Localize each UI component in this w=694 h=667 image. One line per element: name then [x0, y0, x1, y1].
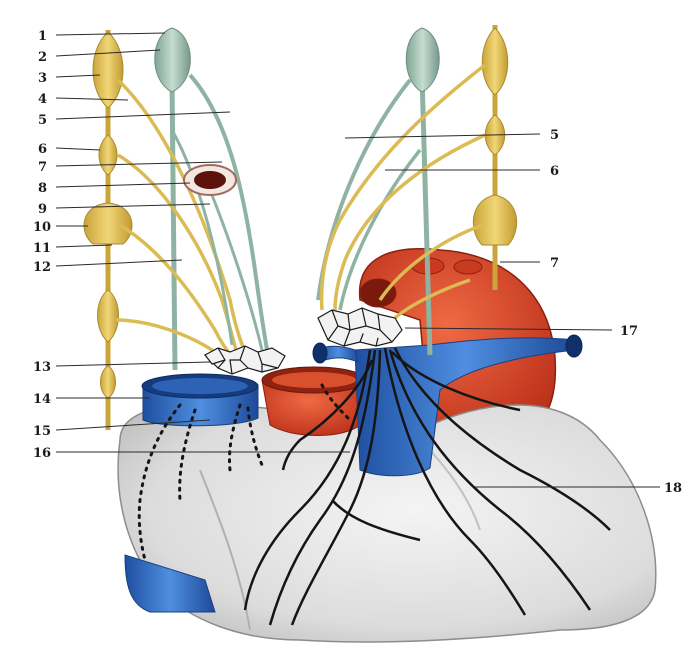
label-5: 5: [38, 113, 47, 128]
superior-vena-cava: [142, 374, 258, 426]
label-18: 18: [664, 481, 682, 496]
label-8: 8: [38, 181, 47, 196]
label-1: 1: [38, 29, 47, 44]
superficial-cardiac-plexus: [205, 346, 285, 374]
label-2: 2: [38, 50, 47, 65]
label-16: 16: [33, 446, 51, 461]
label-15: 15: [33, 424, 51, 439]
label-9: 9: [38, 202, 47, 217]
label-4: 4: [38, 92, 47, 107]
left-vagus-nerve: [155, 28, 268, 370]
labels-left: 1 2 3 4 5 6 7 8 9 10 11 12 13 14 15 16: [33, 29, 51, 461]
trachea-section: [184, 165, 236, 195]
label-7: 7: [38, 160, 47, 175]
label-17: 17: [620, 324, 638, 339]
right-sympathetic-trunk: [473, 25, 516, 290]
label-6-right: 6: [550, 164, 559, 179]
label-5-right: 5: [550, 128, 559, 143]
deep-cardiac-plexus: [318, 308, 402, 346]
label-12: 12: [33, 260, 51, 275]
label-7-right: 7: [550, 256, 559, 271]
label-10: 10: [33, 220, 51, 235]
label-3: 3: [38, 71, 47, 86]
label-14: 14: [33, 392, 51, 407]
ascending-aorta: [262, 367, 366, 436]
label-11: 11: [33, 241, 51, 256]
label-13: 13: [33, 360, 51, 375]
label-6: 6: [38, 142, 47, 157]
